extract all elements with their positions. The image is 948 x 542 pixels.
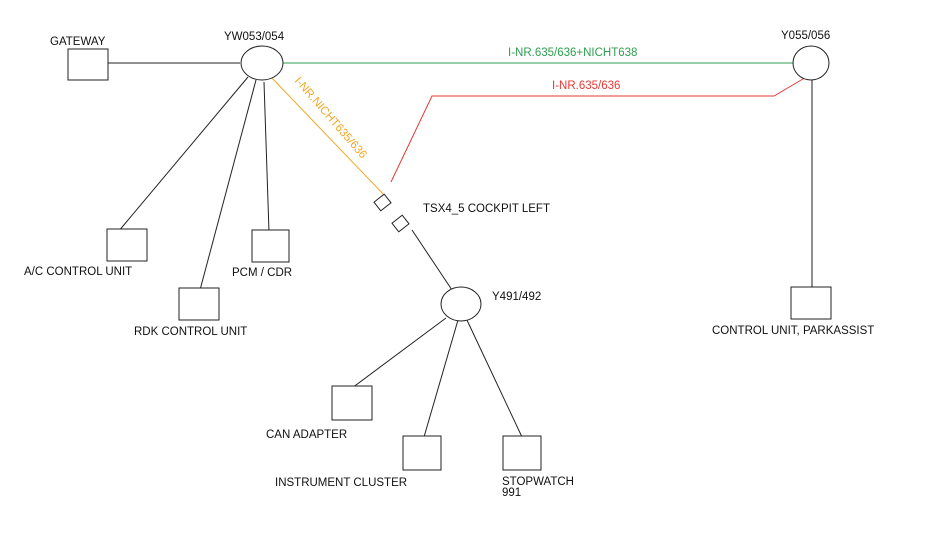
wire-yw053-ac [117, 76, 249, 233]
instrument-cluster-box[interactable] [402, 435, 442, 471]
can-adapter-box[interactable] [331, 385, 373, 421]
wires [108, 62, 813, 438]
gateway-box[interactable] [67, 48, 109, 81]
instrument-cluster-label: INSTRUMENT CLUSTER [275, 477, 407, 489]
wire-y491-instrument [423, 319, 459, 438]
stopwatch-box[interactable] [502, 435, 542, 471]
red-link-label: I-NR.635/636 [552, 80, 620, 92]
orange-link-line [269, 75, 387, 198]
splice-node-y491[interactable] [440, 286, 482, 322]
colored-links [269, 62, 809, 198]
parkassist-label: CONTROL UNIT, PARKASSIST [712, 325, 874, 337]
pcm-cdr-box[interactable] [251, 229, 290, 263]
orange-link-label: I-NR.NICHT635/636 [292, 75, 369, 161]
node-label-y055: Y055/056 [781, 30, 830, 42]
wire-y491-can [351, 317, 447, 389]
splice-node-yw053[interactable] [240, 45, 284, 81]
wire-yw053-pcm [263, 81, 270, 233]
connector-half-lower[interactable] [391, 214, 410, 233]
ac-control-unit-box[interactable] [106, 228, 148, 262]
stopwatch-label-line2: 991 [502, 487, 521, 499]
stopwatch-label: STOPWATCH [502, 476, 574, 488]
wire-yw053-rdk [199, 79, 257, 291]
gateway-label: GATEWAY [50, 36, 106, 48]
connector-label: TSX4_5 COCKPIT LEFT [423, 203, 550, 215]
can-adapter-label: CAN ADAPTER [266, 429, 347, 441]
ac-control-unit-label: A/C CONTROL UNIT [24, 266, 132, 278]
splice-node-y055[interactable] [792, 45, 830, 81]
pcm-cdr-label: PCM / CDR [232, 267, 292, 279]
wire-y491-stopwatch [465, 317, 523, 438]
green-link-label: I-NR.635/636+NICHT638 [508, 47, 637, 59]
wire-connector-y491 [411, 229, 453, 291]
node-label-y491: Y491/492 [492, 291, 541, 303]
parkassist-box[interactable] [790, 286, 832, 320]
connector-half-upper[interactable] [373, 193, 392, 212]
rdk-control-unit-box[interactable] [178, 287, 220, 321]
red-link-line [390, 75, 809, 183]
connector-tsx4-5[interactable] [373, 193, 410, 233]
node-label-yw053: YW053/054 [224, 31, 285, 43]
rdk-control-unit-label: RDK CONTROL UNIT [134, 326, 247, 338]
